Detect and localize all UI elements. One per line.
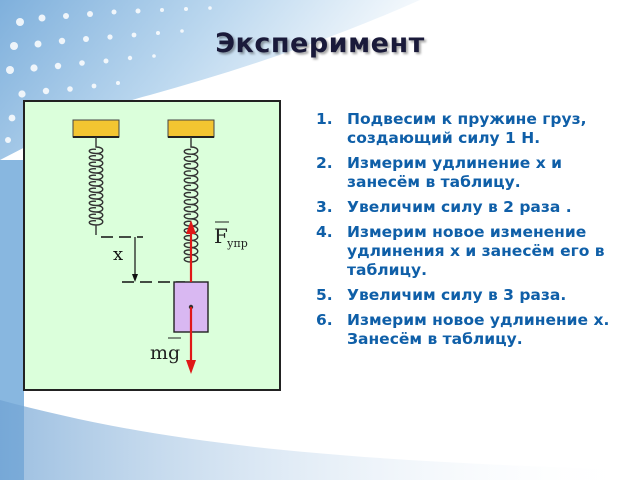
step-number: 1. [316, 110, 333, 128]
step-text: Подвесим к пружине груз, создающий силу … [347, 110, 587, 147]
step-number: 6. [316, 311, 333, 329]
step-item: 4. Измерим новое изменение удлинения x и … [316, 223, 636, 280]
step-number: 3. [316, 198, 333, 216]
step-item: 6. Измерим новое удлинение x. Занесём в т… [316, 311, 636, 349]
gravity-label: mg [150, 342, 180, 364]
step-text: Увеличим силу в 2 раза . [347, 198, 572, 216]
elastic-force-arrow-head [186, 220, 196, 234]
step-item: 5. Увеличим силу в 3 раза. [316, 286, 636, 305]
left-spring [88, 137, 104, 235]
step-item: 1. Подвесим к пружине груз, создающий сил… [316, 110, 636, 148]
slide-title: Эксперимент [215, 28, 425, 59]
experiment-steps-list: 1. Подвесим к пружине груз, создающий сил… [316, 110, 636, 355]
step-text: Измерим удлинение x и занесём в таблицу. [347, 154, 562, 191]
step-item: 3. Увеличим силу в 2 раза . [316, 198, 636, 217]
right-spring [183, 137, 199, 272]
step-text: Измерим новое удлинение x. Занесём в таб… [347, 311, 610, 348]
extension-arrow-head [132, 274, 138, 282]
spring-diagram: x F упр mg [72, 119, 248, 374]
step-item: 2. Измерим удлинение x и занесём в таблиц… [316, 154, 636, 192]
step-number: 4. [316, 223, 333, 241]
step-number: 2. [316, 154, 333, 172]
step-text: Увеличим силу в 3 раза. [347, 286, 567, 304]
gravity-arrow-head [186, 360, 196, 374]
step-number: 5. [316, 286, 333, 304]
elastic-force-label: F [214, 224, 228, 248]
right-support-bar [167, 119, 215, 138]
left-support-bar [72, 119, 120, 138]
elastic-force-subscript: упр [227, 237, 248, 250]
extension-label: x [113, 244, 123, 265]
spring-experiment-figure: x F упр mg [23, 100, 281, 391]
step-text: Измерим новое изменение удлинения x и за… [347, 223, 605, 279]
